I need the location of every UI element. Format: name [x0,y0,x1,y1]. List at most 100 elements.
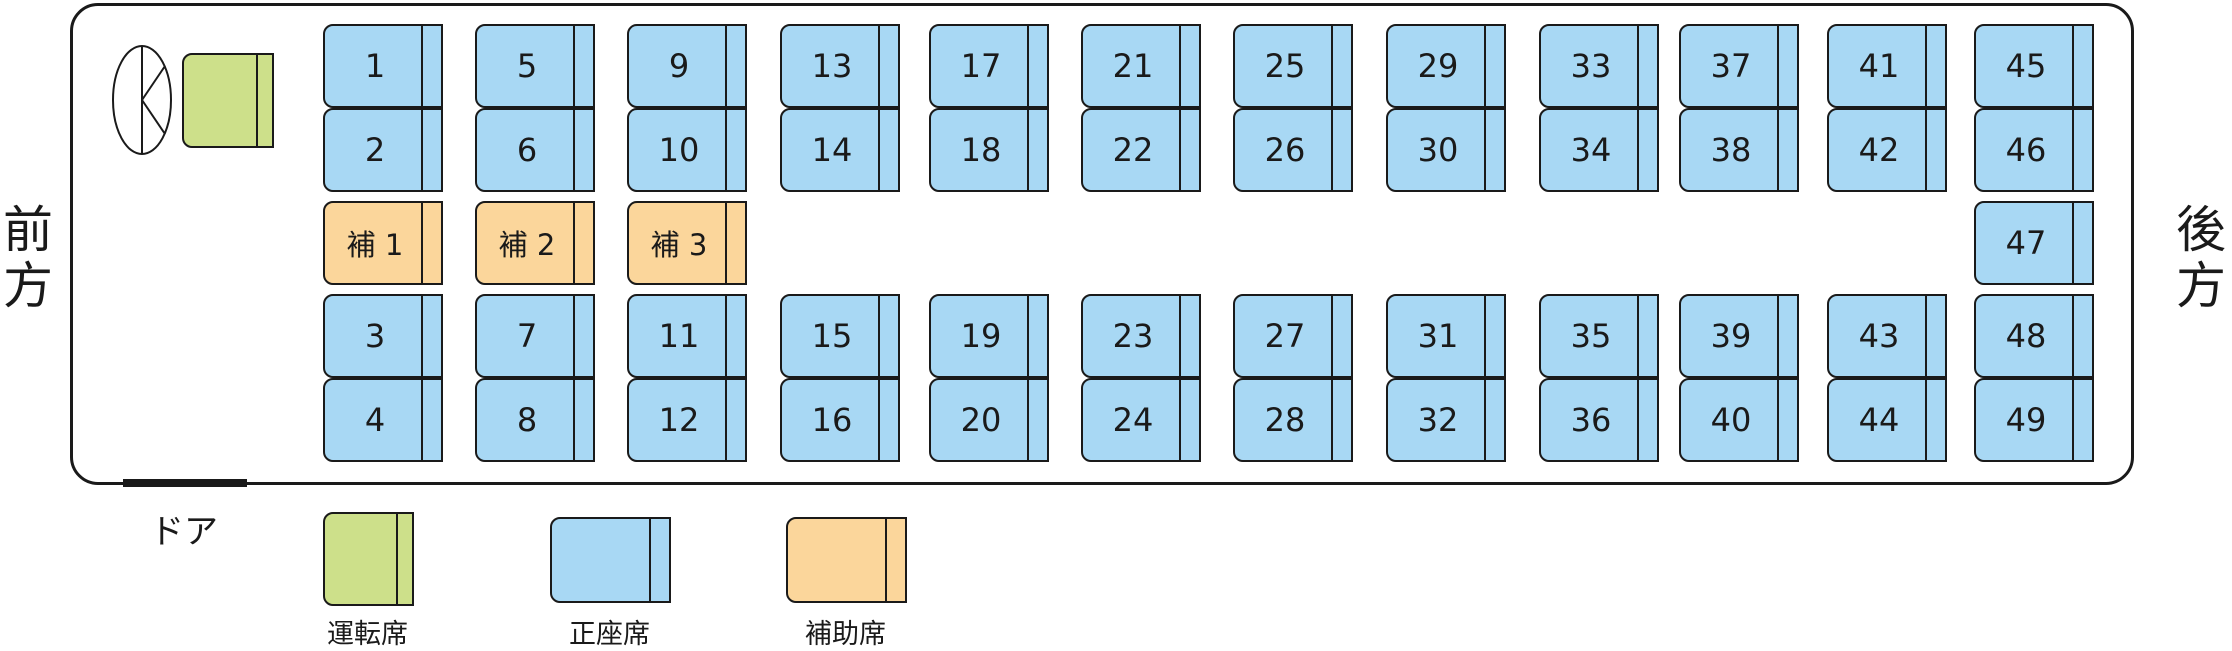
seat-back [1925,26,1945,106]
seat-back [1179,26,1199,106]
seat-back [878,26,898,106]
regular-seat[interactable]: 6 [475,108,595,192]
regular-seat[interactable]: 20 [929,378,1049,462]
seat-number: 6 [516,131,538,169]
seat-back [1484,110,1504,190]
regular-seat[interactable]: 29 [1386,24,1506,108]
seat-number: 40 [1710,401,1752,439]
seat-number: 18 [960,131,1002,169]
regular-seat[interactable]: 12 [627,378,747,462]
seat-back [725,26,745,106]
seat-back [1925,110,1945,190]
regular-seat[interactable]: 23 [1081,294,1201,378]
regular-seat[interactable]: 41 [1827,24,1947,108]
seat-back [1637,26,1657,106]
regular-seat[interactable]: 49 [1974,378,2094,462]
regular-seat[interactable]: 40 [1679,378,1799,462]
regular-seat[interactable]: 2 [323,108,443,192]
seat-number: 35 [1570,317,1612,355]
seat-back [1484,380,1504,460]
seat-number: 12 [658,401,700,439]
regular-seat[interactable]: 44 [1827,378,1947,462]
regular-seat[interactable]: 42 [1827,108,1947,192]
seat-back [1179,110,1199,190]
seat-back [1331,26,1351,106]
regular-seat[interactable]: 18 [929,108,1049,192]
seat-back [1777,110,1797,190]
seat-back [2072,296,2092,376]
seat-number: 38 [1710,131,1752,169]
regular-seat[interactable]: 46 [1974,108,2094,192]
regular-seat[interactable]: 28 [1233,378,1353,462]
seat-number: 9 [668,47,690,85]
regular-seat[interactable]: 35 [1539,294,1659,378]
regular-seat[interactable]: 34 [1539,108,1659,192]
legend-regular-swatch [550,517,671,603]
regular-seat[interactable]: 8 [475,378,595,462]
seat-number: 48 [2005,317,2047,355]
regular-seat[interactable]: 17 [929,24,1049,108]
auxiliary-seat[interactable]: 補 3 [627,201,747,285]
seat-number: 37 [1710,47,1752,85]
seat-number: 1 [364,47,386,85]
seat-number: 補 2 [498,228,556,262]
regular-seat[interactable]: 16 [780,378,900,462]
regular-seat[interactable]: 1 [323,24,443,108]
regular-seat[interactable]: 37 [1679,24,1799,108]
seat-number: 10 [658,131,700,169]
regular-seat[interactable]: 4 [323,378,443,462]
seat-back [725,203,745,283]
regular-seat[interactable]: 30 [1386,108,1506,192]
seat-number: 33 [1570,47,1612,85]
seat-number: 15 [811,317,853,355]
regular-seat[interactable]: 24 [1081,378,1201,462]
seat-back [1484,26,1504,106]
regular-seat[interactable]: 38 [1679,108,1799,192]
regular-seat[interactable]: 19 [929,294,1049,378]
seat-number: 16 [811,401,853,439]
regular-seat[interactable]: 13 [780,24,900,108]
seat-back [878,296,898,376]
regular-seat[interactable]: 31 [1386,294,1506,378]
regular-seat[interactable]: 26 [1233,108,1353,192]
regular-seat[interactable]: 9 [627,24,747,108]
regular-seat[interactable]: 48 [1974,294,2094,378]
seat-back [1027,296,1047,376]
regular-seat[interactable]: 22 [1081,108,1201,192]
regular-seat[interactable]: 36 [1539,378,1659,462]
auxiliary-seat[interactable]: 補 2 [475,201,595,285]
seat-back [421,110,441,190]
regular-seat[interactable]: 7 [475,294,595,378]
regular-seat[interactable]: 11 [627,294,747,378]
seat-number: 19 [960,317,1002,355]
seat-number: 21 [1112,47,1154,85]
seat-number: 31 [1417,317,1459,355]
regular-seat[interactable]: 47 [1974,201,2094,285]
regular-seat[interactable]: 15 [780,294,900,378]
regular-seat[interactable]: 27 [1233,294,1353,378]
regular-seat[interactable]: 39 [1679,294,1799,378]
regular-seat[interactable]: 33 [1539,24,1659,108]
seat-back [2072,203,2092,283]
regular-seat[interactable]: 10 [627,108,747,192]
seat-back [421,380,441,460]
seat-back [878,110,898,190]
regular-seat[interactable]: 5 [475,24,595,108]
seat-back [725,296,745,376]
seat-number: 2 [364,131,386,169]
regular-seat[interactable]: 3 [323,294,443,378]
auxiliary-seat[interactable]: 補 1 [323,201,443,285]
seat-back [421,296,441,376]
regular-seat[interactable]: 43 [1827,294,1947,378]
legend-auxiliary-label: 補助席 [805,619,886,650]
regular-seat[interactable]: 14 [780,108,900,192]
front-label: 前方 [3,201,53,315]
regular-seat[interactable]: 25 [1233,24,1353,108]
regular-seat[interactable]: 21 [1081,24,1201,108]
regular-seat[interactable]: 32 [1386,378,1506,462]
seat-back [2072,26,2092,106]
regular-seat[interactable]: 45 [1974,24,2094,108]
seat-back [1027,110,1047,190]
bus-outline [70,3,2134,485]
seat-number: 25 [1264,47,1306,85]
